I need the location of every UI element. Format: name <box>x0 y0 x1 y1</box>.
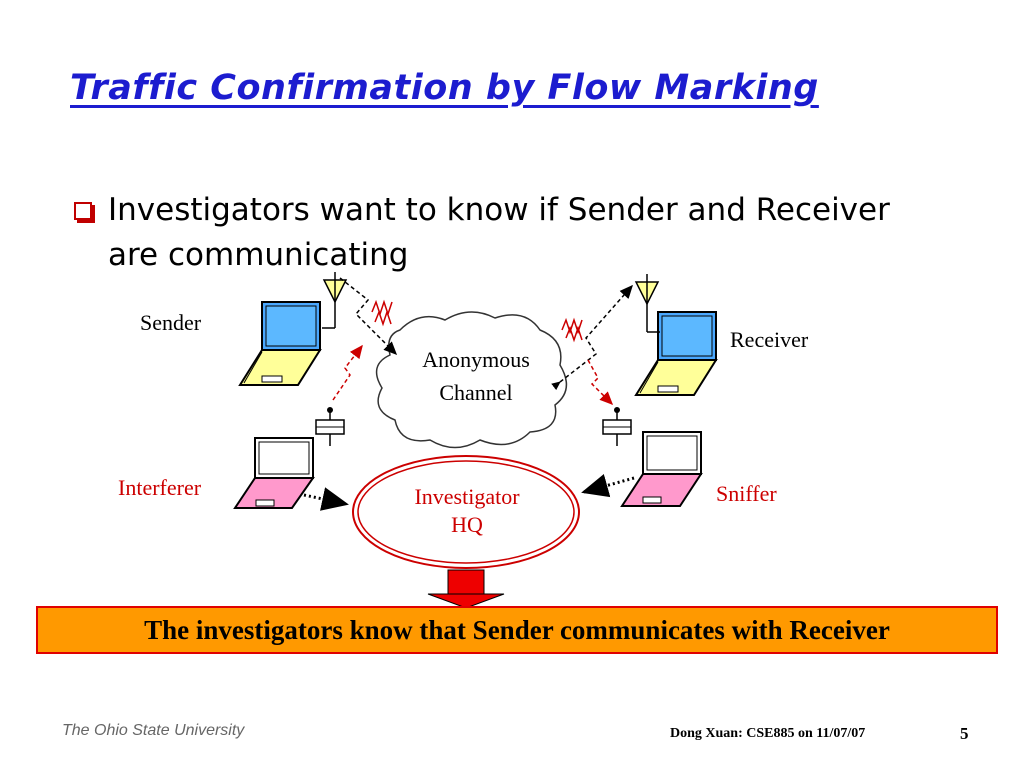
hq-label: Investigator HQ <box>386 483 548 539</box>
sender-flow-arrow <box>339 277 398 356</box>
footer-university: The Ohio State University <box>62 722 245 739</box>
hq-label-line1: Investigator <box>414 484 520 509</box>
cloud-icon <box>375 311 568 449</box>
sender-laptop-icon <box>238 301 322 386</box>
investigator-hq-ellipse <box>352 455 580 569</box>
bullet-box-icon <box>74 202 92 220</box>
footer-author: Dong Xuan: CSE885 on 11/07/07 <box>670 726 866 741</box>
sniffer-antenna-icon <box>602 407 632 446</box>
interferer-to-hq-arrow <box>303 487 349 511</box>
down-arrow-icon <box>427 569 505 609</box>
sniffer-laptop-icon <box>620 431 703 507</box>
conclusion-banner: The investigators know that Sender commu… <box>36 606 998 654</box>
receiver-laptop-icon <box>634 311 718 396</box>
slide-title: Traffic Confirmation by Flow Marking <box>70 68 819 108</box>
sniffer-to-hq-arrow <box>581 473 635 498</box>
sniffer-label: Sniffer <box>716 481 777 506</box>
bullet-text: Investigators want to know if Sender and… <box>108 192 890 273</box>
channel-label-line1: Anonymous <box>422 347 530 372</box>
receiver-flow-arrow <box>551 284 633 391</box>
interferer-label: Interferer <box>118 475 202 500</box>
hq-label-line2: HQ <box>451 512 483 537</box>
receiver-antenna-icon <box>634 274 660 333</box>
channel-label: Anonymous Channel <box>398 343 554 409</box>
interferer-signal-arrow <box>332 344 363 401</box>
sender-signal-wave <box>371 299 393 327</box>
receiver-label: Receiver <box>730 327 809 352</box>
sniffer-signal-arrow <box>587 359 614 406</box>
channel-label-line2: Channel <box>439 380 513 405</box>
sender-label: Sender <box>140 310 202 335</box>
receiver-signal-wave <box>561 317 583 343</box>
sender-antenna-icon <box>322 272 348 329</box>
page-number: 5 <box>960 724 969 743</box>
interferer-laptop-icon <box>233 437 315 509</box>
interferer-antenna-icon <box>315 407 345 446</box>
